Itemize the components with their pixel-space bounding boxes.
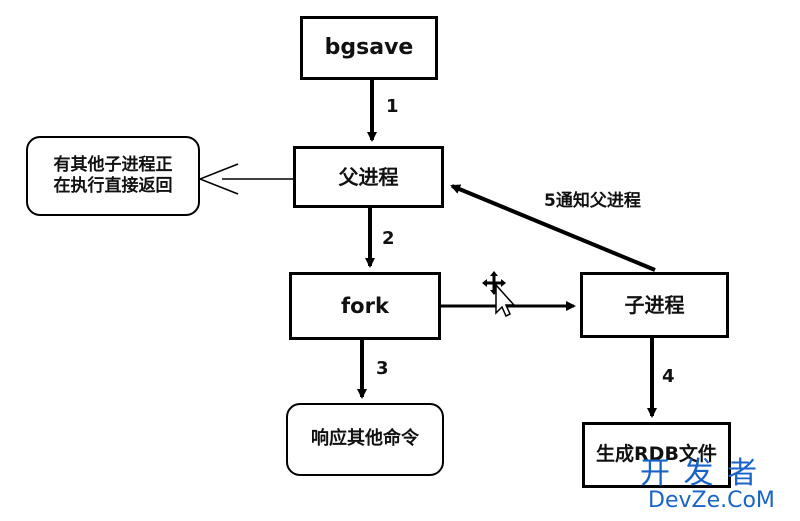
arrow-parent-to-busy (197, 163, 293, 195)
node-parent-process: 父进程 (293, 146, 444, 208)
node-fork: fork (289, 272, 441, 340)
watermark-cn: 开 发 者 (640, 456, 760, 491)
watermark-en: DevZe.CoM (648, 488, 775, 513)
node-other-child-running: 有其他子进程正 在执行直接返回 (26, 136, 200, 216)
busy-line-2: 在执行直接返回 (53, 176, 173, 196)
move-cursor-icon (482, 271, 516, 318)
node-child-process: 子进程 (580, 272, 729, 338)
arrow-child-to-parent (450, 184, 656, 272)
busy-line-1: 有其他子进程正 (53, 154, 173, 175)
edge-label-2: 2 (382, 228, 395, 249)
edge-label-4: 4 (662, 366, 675, 387)
node-bgsave: bgsave (300, 16, 438, 80)
node-respond-other-commands: 响应其他命令 (286, 403, 444, 476)
edge-label-3: 3 (376, 358, 389, 379)
edge-label-1: 1 (386, 96, 399, 117)
node-generate-rdb: 生成RDB文件 (582, 422, 731, 488)
edge-label-5: 5通知父进程 (544, 191, 641, 211)
